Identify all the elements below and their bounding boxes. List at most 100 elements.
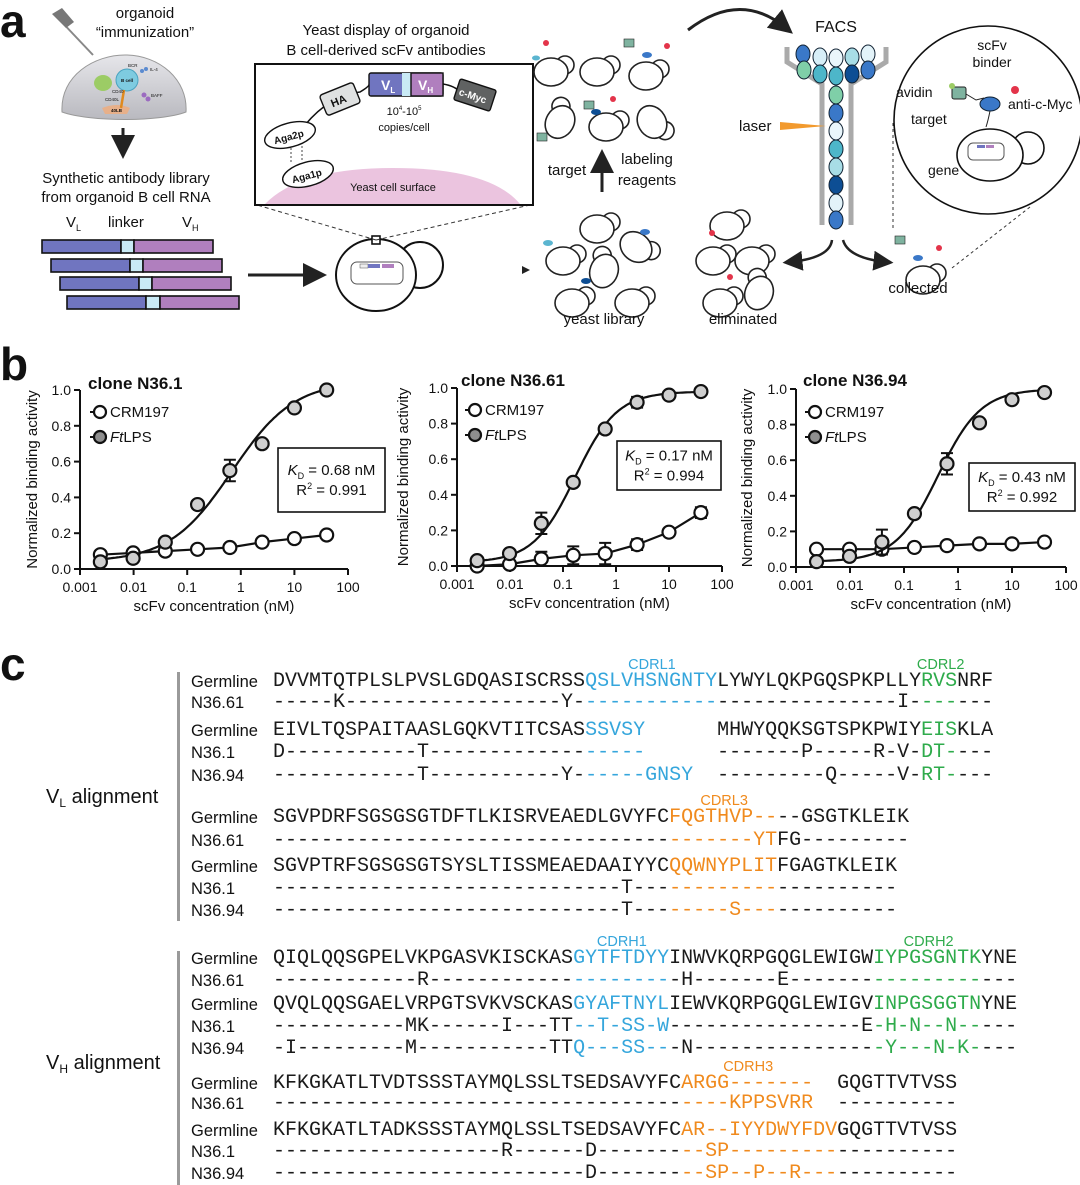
sequence-segment: MHWYQQKSGTSPKPWIY xyxy=(717,719,922,742)
sequence-name: N36.1 xyxy=(191,1018,236,1036)
sequence-segment: ---------------I- xyxy=(717,691,922,714)
x-tick-label: 0.1 xyxy=(177,579,197,595)
sequence-segment: -------------------R------D------- xyxy=(273,1140,682,1163)
sequence-segment xyxy=(645,719,717,742)
data-point-FtLPS xyxy=(1004,392,1020,408)
organoid-illustration: BCR B cell IL-4 CD40 CD40L BAFF 40LB xyxy=(52,8,187,120)
data-point-CRM197 xyxy=(1036,534,1053,550)
x-tick-label: 100 xyxy=(336,579,360,595)
data-point-CRM197 xyxy=(971,536,988,552)
sequence-name: Germline xyxy=(191,673,258,691)
inset-circle xyxy=(893,25,1080,215)
cdr-segment: --SP--P--R--- xyxy=(681,1162,838,1185)
cdr-segment: INPGSGGTN xyxy=(873,993,982,1016)
fit-stats-box xyxy=(277,447,386,513)
data-point-FtLPS xyxy=(565,474,581,490)
sequence-segment xyxy=(645,741,717,764)
sequence: -----------------------------T----------… xyxy=(273,877,897,900)
cdr-segment: QQWNYPLIT xyxy=(669,855,778,878)
sequence-segment: --- xyxy=(957,764,994,787)
sequence-segment: --GSGTKLEIK xyxy=(777,806,910,829)
sequence-segment xyxy=(813,1092,837,1115)
y-tick-label: 0.4 xyxy=(429,487,449,503)
immunization-label: “immunization” xyxy=(96,24,194,41)
cdr-segment: QSLVHSNGNTY xyxy=(585,670,718,693)
vh-alignment-label: VH alignment xyxy=(46,1052,161,1076)
legend-label: FtLPS xyxy=(110,429,152,446)
vh-group-bar xyxy=(177,951,180,1185)
sequence: -------------------R------D---------SP--… xyxy=(273,1140,957,1163)
sequence-segment: ---------------------------------- xyxy=(273,1092,682,1115)
data-point-CRM197 xyxy=(661,524,677,540)
data-point-CRM197 xyxy=(319,527,335,543)
fit-stats-box xyxy=(616,440,722,491)
data-point-CRM197 xyxy=(189,541,206,557)
yeast-library-cells xyxy=(543,212,665,318)
data-point-FtLPS xyxy=(92,554,108,570)
x-tick-label: 10 xyxy=(287,579,303,595)
vl-group-bar xyxy=(177,672,180,921)
data-point-FtLPS xyxy=(469,553,485,569)
cdr-segment: -Y---N-K- xyxy=(873,1037,982,1060)
cdr-segment: IYPGSGNTK xyxy=(873,947,982,970)
display-title-2: B cell-derived scFv antibodies xyxy=(286,42,485,59)
yeast-surface-label: Yeast cell surface xyxy=(350,182,436,194)
sequence-segment: --- xyxy=(981,1015,1018,1038)
sequence-segment: YNE xyxy=(981,993,1018,1016)
data-point-CRM197 xyxy=(939,538,955,554)
cdr-segment: GYTFTDYY xyxy=(573,947,670,970)
kd-value: KD = 0.17 nM xyxy=(625,448,713,467)
collected-label: collected xyxy=(888,280,947,297)
sequence-segment: NRF xyxy=(957,670,994,693)
sequence-name: Germline xyxy=(191,722,258,740)
cdr-segment: -----GNSY xyxy=(585,764,694,787)
sequence-segment: KLA xyxy=(957,719,994,742)
x-tick-label: 1 xyxy=(954,577,962,593)
sequence-segment: FGAGTKLEIK xyxy=(777,855,898,878)
y-tick-label: 0.0 xyxy=(429,558,449,574)
sequence-segment: -----------------------------T--- xyxy=(273,877,670,900)
cdr-label: CDRH1 xyxy=(596,934,647,950)
x-tick-label: 0.001 xyxy=(62,579,97,595)
sequence: SGVPDRFSGSGSGTDFTLKISRVEAEDLGVYFCFQGTHVP… xyxy=(273,806,910,829)
data-point-FtLPS xyxy=(1036,384,1053,401)
legend-label: CRM197 xyxy=(485,402,544,419)
cdr-segment: ----KPPSVRR xyxy=(681,1092,814,1115)
panel-label-a: a xyxy=(0,0,26,47)
data-point-FtLPS xyxy=(286,400,302,416)
panel-label-c: c xyxy=(0,638,26,690)
y-tick-label: 0.2 xyxy=(429,522,449,538)
cdr-segment: AR--IYYDWYFDV xyxy=(681,1119,838,1142)
sequence-name: Germline xyxy=(191,996,258,1014)
y-axis-label: Normalized binding activity xyxy=(24,390,41,569)
y-tick-label: 0.0 xyxy=(52,561,72,577)
gene-label: gene xyxy=(928,162,959,178)
sequence: ------------R---------------------H-----… xyxy=(273,971,1017,991)
workflow-diagram: BCR B cell IL-4 CD40 CD40L BAFF 40LB org… xyxy=(41,5,1080,328)
vl-label: VL xyxy=(66,214,81,233)
sequence-name: N36.1 xyxy=(191,1143,236,1161)
x-tick-label: 0.01 xyxy=(496,576,523,592)
sequence-segment: INWVKQRPGQGLEWIGW xyxy=(669,947,874,970)
data-point-FtLPS xyxy=(125,550,141,566)
sequence-segment xyxy=(693,764,717,787)
x-tick-label: 1 xyxy=(612,576,620,592)
sequence-segment: SGVPDRFSGSGSGTDFTLKISRVEAEDLGVYFC xyxy=(273,806,670,829)
data-point-FtLPS xyxy=(254,436,270,452)
sequence-segment: ---------- xyxy=(837,1162,958,1185)
x-tick-label: 10 xyxy=(661,576,677,592)
y-tick-label: 0.8 xyxy=(429,416,449,432)
sequence: D-----------T------------------ -------P… xyxy=(273,741,993,764)
x-tick-label: 0.001 xyxy=(439,576,474,592)
avidin-label: avidin xyxy=(896,84,933,100)
sequence-name: Germline xyxy=(191,1122,258,1140)
labeled-yeast-cells xyxy=(532,38,679,150)
y-tick-label: 0.8 xyxy=(52,418,72,434)
data-point-CRM197 xyxy=(1004,536,1020,552)
target-label: target xyxy=(548,162,587,179)
y-tick-label: 1.0 xyxy=(52,382,72,398)
sequence-segment: GQGTTVTVSS xyxy=(837,1072,958,1095)
data-point-FtLPS xyxy=(319,382,335,398)
library-label-2: from organoid B cell RNA xyxy=(41,189,210,206)
